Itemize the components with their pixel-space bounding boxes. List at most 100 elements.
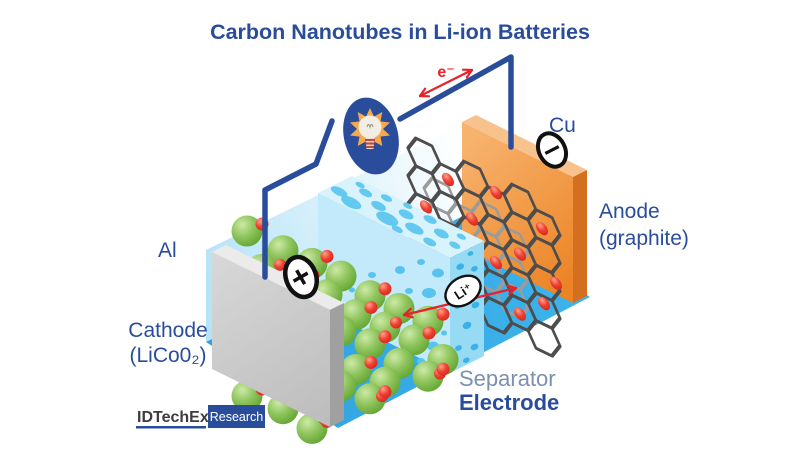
logo-underline: [136, 426, 206, 429]
wire-bulb-to-anode: [397, 54, 514, 150]
separator-pore: [405, 288, 413, 294]
separator-pore: [422, 288, 436, 298]
anode-label: Anode (graphite): [599, 200, 689, 250]
lithium-ion-dot: [436, 362, 450, 376]
bulb-filament: [366, 123, 374, 130]
lithium-ion-dot: [390, 316, 402, 329]
separator-pore: [423, 215, 437, 224]
lithium-ion-dot: [514, 247, 526, 261]
arrow-shaft: [419, 69, 473, 97]
separator-pore: [417, 259, 425, 265]
cathode-particle: [412, 360, 444, 392]
cathode-label: Cathode (LiCo0₂): [128, 319, 207, 367]
separator-pore: [391, 225, 403, 234]
cathode-particle: [398, 324, 430, 356]
lithium-ion-dot: [490, 185, 502, 200]
bulb-art: [350, 108, 390, 150]
lithium-ion-dot: [550, 276, 562, 291]
separator-pore: [467, 251, 474, 256]
cathode-particle: [354, 383, 386, 415]
lithium-ion-badge: Li⁺: [444, 274, 482, 308]
separator-pore: [456, 263, 465, 270]
al-label: Al: [158, 239, 177, 262]
graphite-hexagon: [526, 318, 562, 358]
separator-pore: [371, 200, 386, 211]
copper-front-face: [462, 122, 573, 303]
wire-cathode-to-switch: [262, 118, 335, 280]
lithium-ion-badge-ellipse: [444, 274, 482, 308]
separator-pore: [330, 186, 348, 197]
separator-pore: [341, 195, 362, 210]
lithium-ion-dot: [436, 307, 450, 321]
electrode-label: Electrode: [459, 390, 559, 415]
separator-pore: [471, 265, 478, 272]
copper-current-collector: [462, 115, 587, 303]
separator-pore: [462, 321, 472, 330]
anode-label-line2: (graphite): [599, 227, 689, 250]
separator-pore: [380, 194, 393, 202]
separator-pore: [368, 272, 376, 278]
circuit-wires: [262, 54, 514, 280]
lithium-ion-dot: [274, 258, 286, 271]
lithium-ion-dot: [320, 249, 334, 263]
lithium-ion-dot: [378, 330, 392, 344]
plus-terminal-icon: +: [281, 254, 321, 300]
lithium-ion-dot: [538, 296, 550, 311]
aluminum-side-face: [330, 303, 344, 427]
light-bulb-icon: [343, 97, 399, 175]
separator-pore: [403, 202, 413, 209]
separator-pore: [359, 188, 373, 198]
anode-label-line1: Anode: [599, 200, 660, 223]
separator-pore: [449, 241, 461, 249]
separator-pore: [471, 301, 480, 309]
arrow-head: [508, 286, 518, 296]
cathode-label-line1: Cathode: [128, 319, 207, 342]
logo-division: Research: [210, 410, 264, 424]
separator-pore: [441, 330, 447, 336]
cathode-particle: [354, 328, 386, 360]
separator-pore: [349, 287, 355, 293]
separator-pore: [455, 345, 462, 351]
bulb-base-stripes: [365, 138, 375, 149]
lithium-ion-dot: [364, 355, 378, 369]
lithium-ion-dot: [514, 307, 526, 321]
separator-pore: [432, 268, 444, 278]
cathode-particle: [231, 215, 263, 247]
lithium-ion-dot: [536, 221, 548, 236]
separator-pore: [376, 211, 399, 226]
lithium-ion-dot: [422, 326, 436, 340]
separator-pore: [398, 209, 414, 220]
lithium-ion-dot: [364, 300, 378, 314]
separator-pore: [462, 357, 470, 363]
logo-brand: IDTechEx: [137, 409, 209, 426]
electron-label: e⁻: [437, 64, 454, 81]
copper-side-face: [573, 170, 587, 303]
arrow-head: [402, 307, 412, 317]
separator-pore: [423, 237, 437, 247]
separator-pore: [456, 233, 466, 240]
lithium-ion-dot: [442, 172, 454, 187]
separator-label: Separator: [459, 366, 556, 391]
separator-top-pores: [330, 181, 466, 249]
minus-terminal-ellipse: [535, 131, 569, 169]
separator-pore: [433, 228, 449, 239]
arrow-head: [418, 87, 427, 98]
separator-pore: [395, 266, 405, 274]
cathode-label-line2: (LiCo0₂): [129, 344, 206, 367]
arrow-head: [402, 313, 414, 319]
separator-pore: [405, 222, 424, 235]
idtechex-logo: IDTechEx Research: [136, 405, 265, 429]
lithium-ion-dot: [490, 255, 502, 270]
electron-flow-arrow: [418, 68, 474, 98]
cu-label: Cu: [549, 114, 576, 137]
arrow-head: [506, 284, 518, 290]
arrow-head: [465, 68, 474, 79]
lithium-ion-dot: [378, 282, 392, 296]
separator-right-face: [450, 241, 484, 373]
separator-pore: [470, 343, 479, 351]
lithium-ion-dot: [378, 385, 392, 399]
plus-terminal-ellipse: [283, 254, 319, 300]
logo-division-badge: [208, 405, 265, 428]
lithium-ion-dot: [420, 200, 432, 214]
